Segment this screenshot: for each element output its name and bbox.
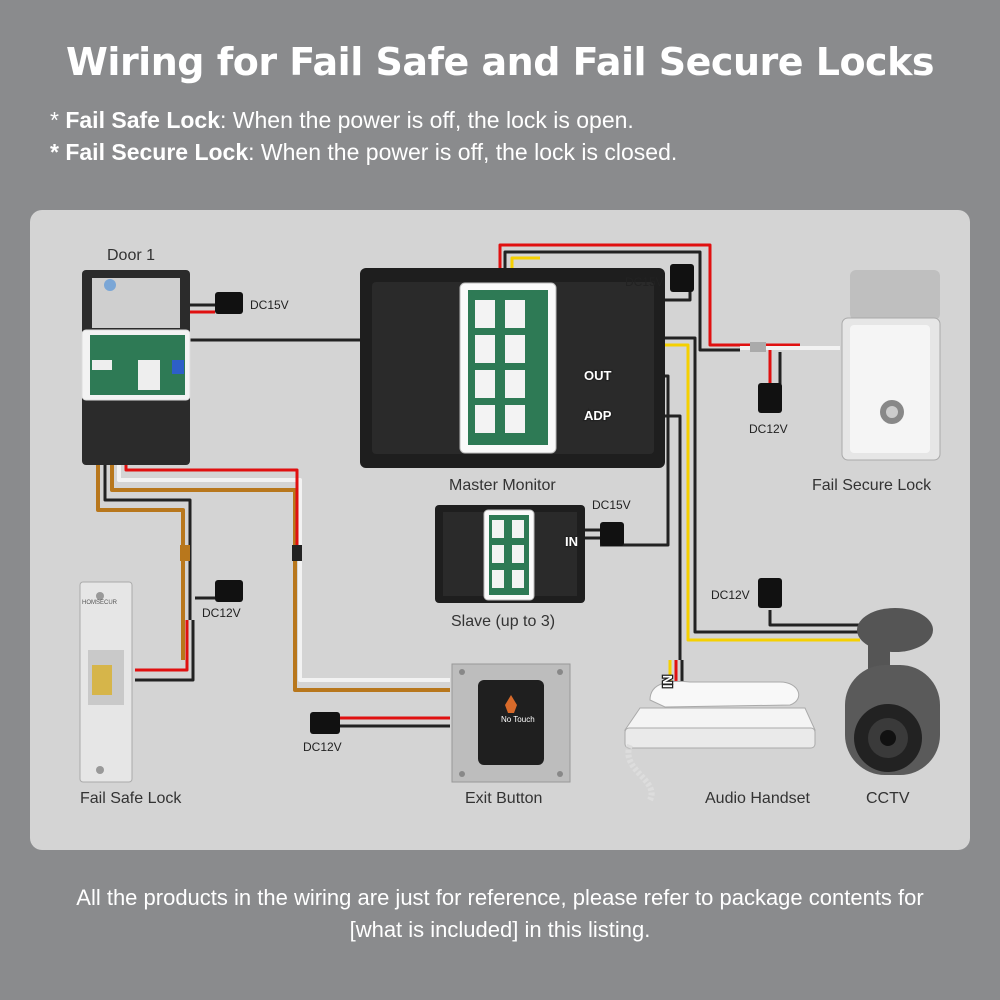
wire-lock-black [135, 620, 195, 682]
adapter-cctv [758, 578, 782, 608]
wire-lock-red [135, 620, 189, 672]
page-title: Wiring for Fail Safe and Fail Secure Loc… [66, 40, 934, 84]
fail-secure-desc: : When the power is off, the lock is clo… [248, 139, 678, 165]
wire-cctv-psu [768, 610, 860, 627]
power-safe-lock: DC12V [202, 606, 241, 620]
label-exit-button: Exit Button [465, 790, 542, 807]
port-in-handset: IN [660, 675, 675, 688]
power-slave: DC15V [592, 498, 631, 512]
label-fail-safe-lock: Fail Safe Lock [80, 790, 182, 807]
master-monitor-device [360, 268, 665, 468]
label-master-monitor: Master Monitor [449, 477, 556, 494]
power-exit: DC12V [303, 740, 342, 754]
adapter-slave [600, 522, 624, 546]
fail-safe-desc: : When the power is off, the lock is ope… [220, 107, 634, 133]
adapter-safe-lock [215, 580, 243, 602]
power-secure-lock: DC12V [749, 422, 788, 436]
fail-secure-note: * Fail Secure Lock: When the power is of… [50, 139, 678, 165]
fail-safe-term: Fail Safe Lock [65, 107, 221, 133]
adapter-secure-lock [758, 383, 782, 413]
label-audio-handset: Audio Handset [705, 790, 811, 807]
adapter-master [670, 264, 694, 292]
label-cctv: CCTV [866, 790, 910, 807]
adapter-door [215, 292, 243, 314]
label-slave: Slave (up to 3) [451, 613, 555, 630]
port-out: OUT [584, 368, 612, 383]
audio-handset-device [624, 680, 816, 802]
fail-secure-term: Fail Secure Lock [65, 139, 249, 165]
sleeve [180, 545, 190, 561]
door-station [81, 270, 191, 465]
exit-button-text: No Touch [501, 715, 535, 724]
exit-button-device [451, 663, 571, 783]
adapter-exit [310, 712, 340, 734]
slave-monitor-device [435, 505, 585, 603]
label-door1: Door 1 [107, 247, 155, 264]
port-adp: ADP [584, 408, 612, 423]
power-master: DC15V [625, 275, 664, 289]
wire-door-lock-brown [96, 400, 185, 660]
fail-safe-note: * Fail Safe Lock: When the power is off,… [50, 107, 634, 133]
sleeve [750, 342, 766, 352]
fail-safe-lock-device [79, 581, 133, 783]
footer-disclaimer: All the products in the wiring are just … [76, 885, 924, 942]
power-cctv: DC12V [711, 588, 750, 602]
brand-mark: HOMSECUR [82, 600, 118, 606]
power-door: DC15V [250, 298, 289, 312]
label-fail-secure-lock: Fail Secure Lock [812, 477, 932, 494]
sleeve [292, 545, 302, 561]
wire-master-top-red [498, 243, 800, 347]
cctv-device [845, 608, 940, 775]
port-in-slave: IN [565, 534, 578, 549]
fail-secure-lock-device [841, 270, 941, 461]
